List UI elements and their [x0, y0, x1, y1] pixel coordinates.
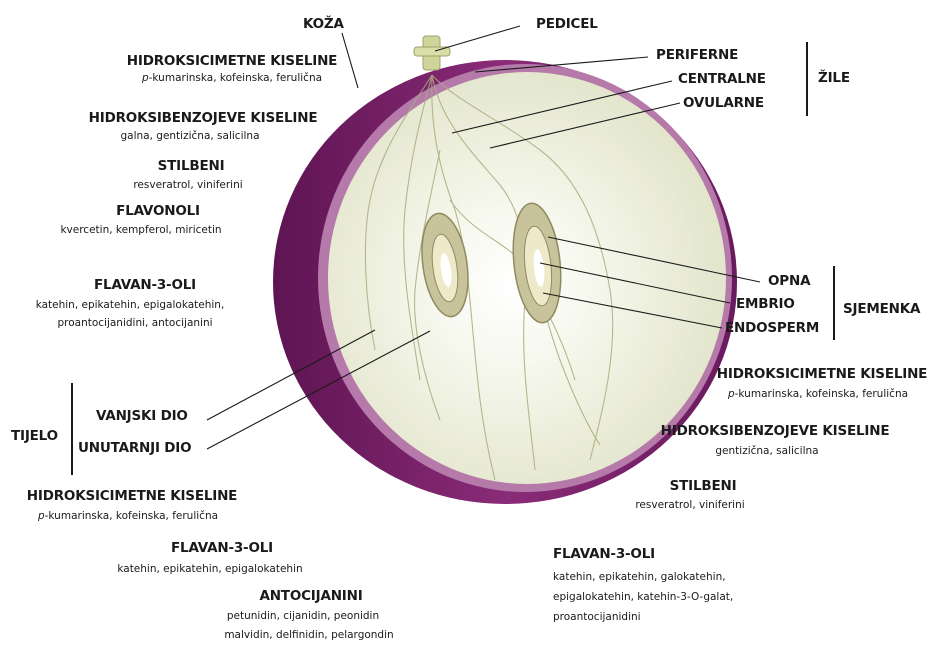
skin-flavan3ols-items-2: proantocijanidini, antocijanini [57, 317, 212, 329]
skin-hydroxycinnamic-title: HIDROKSICIMETNE KISELINE [127, 53, 337, 69]
seed-bracket [833, 266, 835, 340]
vessels-title: ŽILE [818, 70, 850, 86]
body-inner-label: UNUTARNJI DIO [78, 440, 191, 456]
skin-hydroxybenzoic-title: HIDROKSIBENZOJEVE KISELINE [89, 110, 318, 126]
seed-flavan3ols-items-2: epigalokatehin, katehin-3-O-galat, [553, 591, 733, 603]
skin-flavan3ols-title: FLAVAN-3-OLI [94, 277, 196, 293]
flesh-anthocyanins-title: ANTOCIJANINI [259, 588, 362, 604]
flesh-anthocyanins-items-2: malvidin, delfinidin, pelargondin [224, 629, 393, 641]
skin-flavonols-items: kvercetin, kempferol, miricetin [60, 224, 221, 236]
seed-flavan3ols-title: FLAVAN-3-OLI [553, 546, 655, 562]
skin-hydroxycinnamic-items: p-kumarinska, kofeinska, ferulična [142, 72, 322, 84]
body-outer-label: VANJSKI DIO [96, 408, 188, 424]
seed-endosperm-label: ENDOSPERM [725, 320, 819, 336]
flesh-flavan3ols-items: katehin, epikatehin, epigalokatehin [117, 563, 302, 575]
body-title: TIJELO [11, 428, 58, 444]
seed-embryo-label: EMBRIO [736, 296, 795, 312]
seed-hydroxycinnamic-title: HIDROKSICIMETNE KISELINE [717, 366, 927, 382]
body-bracket [71, 383, 73, 475]
flesh-hydroxycinnamic-items: p-kumarinska, kofeinska, ferulična [38, 510, 218, 522]
vessels-ovular-label: OVULARNE [683, 95, 764, 111]
seed-stilbenes-items: resveratrol, viniferini [635, 499, 744, 511]
seed-title: SJEMENKA [843, 301, 920, 317]
seed-flavan3ols-items-3: proantocijanidini [553, 611, 641, 623]
skin-label: KOŽA [303, 16, 344, 32]
pedicel-stem [414, 36, 450, 70]
vessels-central-label: CENTRALNE [678, 71, 766, 87]
flesh-anthocyanins-items-1: petunidin, cijanidin, peonidin [227, 610, 379, 622]
seed-flavan3ols-items-1: katehin, epikatehin, galokatehin, [553, 571, 726, 583]
flesh-hydroxycinnamic-title: HIDROKSICIMETNE KISELINE [27, 488, 237, 504]
pedicel-label: PEDICEL [536, 16, 598, 32]
seed-hydroxybenzoic-title: HIDROKSIBENZOJEVE KISELINE [661, 423, 890, 439]
vessels-peripheral-label: PERIFERNE [656, 47, 738, 63]
skin-flavonols-title: FLAVONOLI [116, 203, 200, 219]
seed-hydroxybenzoic-items: gentizična, salicilna [715, 445, 818, 457]
skin-hydroxybenzoic-items: galna, gentizična, salicilna [121, 130, 260, 142]
seed-stilbenes-title: STILBENI [670, 478, 737, 494]
flesh-flavan3ols-title: FLAVAN-3-OLI [171, 540, 273, 556]
vessels-bracket [806, 42, 808, 116]
skin-flavan3ols-items-1: katehin, epikatehin, epigalokatehin, [36, 299, 225, 311]
seed-hydroxycinnamic-items: p-kumarinska, kofeinska, ferulična [728, 388, 908, 400]
seed-coat-label: OPNA [768, 273, 810, 289]
skin-stilbenes-items: resveratrol, viniferini [133, 179, 242, 191]
skin-stilbenes-title: STILBENI [158, 158, 225, 174]
